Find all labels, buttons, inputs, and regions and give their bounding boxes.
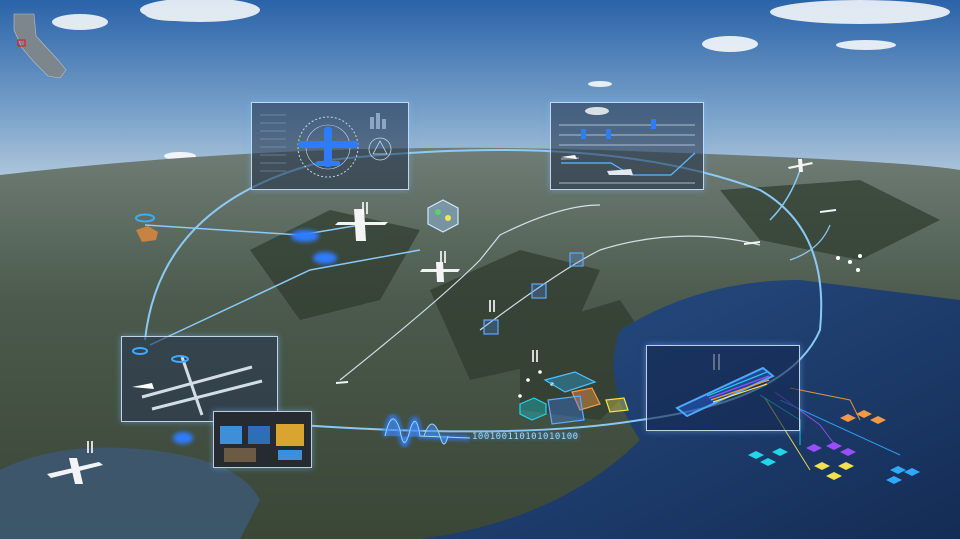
link-right-drone bbox=[789, 224, 831, 261]
aircraft-icon bbox=[788, 159, 813, 172]
aircraft-diagnostics-panel bbox=[251, 102, 409, 190]
data-cube-icon bbox=[569, 252, 584, 267]
aircraft-icon bbox=[336, 381, 348, 384]
aircraft-icon bbox=[132, 383, 154, 389]
drone-swarm bbox=[518, 254, 862, 398]
aircraft-icon bbox=[335, 209, 388, 241]
clouds bbox=[52, 0, 950, 346]
drone-icon bbox=[820, 209, 836, 213]
airport-map-graphic bbox=[132, 347, 263, 416]
signal-pulses bbox=[173, 230, 337, 444]
aircraft-icon bbox=[420, 262, 460, 282]
aircraft-icon bbox=[561, 155, 577, 159]
link-right-aircraft bbox=[769, 169, 801, 221]
updown-arrows-icon bbox=[362, 202, 368, 214]
airport-map-panel bbox=[121, 336, 278, 422]
link-flight-path bbox=[339, 204, 601, 381]
signal-waveform-icon bbox=[383, 414, 471, 447]
data-cube-icon bbox=[531, 283, 547, 299]
data-cubes bbox=[483, 252, 584, 335]
flight-operations-graphic bbox=[559, 107, 696, 184]
cockpit-graphic bbox=[214, 412, 311, 467]
hexagon-node-icon bbox=[136, 226, 158, 242]
link-airport-aircraft bbox=[149, 249, 421, 346]
hexagon-node-icon bbox=[427, 199, 459, 233]
updown-arrows-icon bbox=[532, 350, 538, 362]
updown-arrows-icon bbox=[489, 300, 495, 312]
helicopter-icon bbox=[607, 169, 633, 175]
california-map-icon bbox=[13, 13, 67, 79]
drone-ring-icon bbox=[135, 213, 155, 223]
updown-arrows-icon bbox=[87, 441, 93, 453]
aircraft-diagnostics-graphic bbox=[260, 113, 392, 178]
data-cube-icon bbox=[483, 319, 499, 335]
cockpit-view-panel bbox=[213, 411, 312, 468]
aircraft-icon bbox=[47, 458, 103, 484]
updown-arrows-icon bbox=[440, 251, 446, 263]
data-processing-graphic bbox=[675, 366, 775, 418]
aircraft-group bbox=[47, 157, 836, 484]
data-processing-panel bbox=[646, 345, 800, 431]
map-location-marker bbox=[17, 39, 26, 47]
flight-operations-panel bbox=[550, 102, 704, 190]
binary-data-stream: 100100110101010100 bbox=[472, 432, 579, 442]
output-hex-nodes bbox=[748, 387, 920, 484]
aircraft-icon bbox=[298, 127, 358, 167]
data-blocks bbox=[519, 371, 629, 425]
link-flight-path-2 bbox=[479, 235, 761, 331]
drone-icon bbox=[744, 241, 760, 245]
